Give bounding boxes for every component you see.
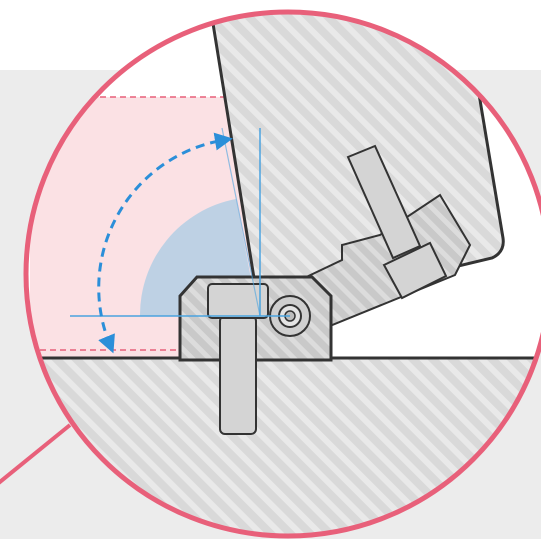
- arm-bolt-head: [382, 241, 448, 300]
- callout-leader-line: [0, 423, 72, 485]
- arm-bolt-shank: [346, 144, 422, 260]
- double-headed-curved-arrow-icon: [97, 132, 233, 354]
- block-bolt-shank: [219, 315, 257, 435]
- callout-ring: [23, 9, 541, 539]
